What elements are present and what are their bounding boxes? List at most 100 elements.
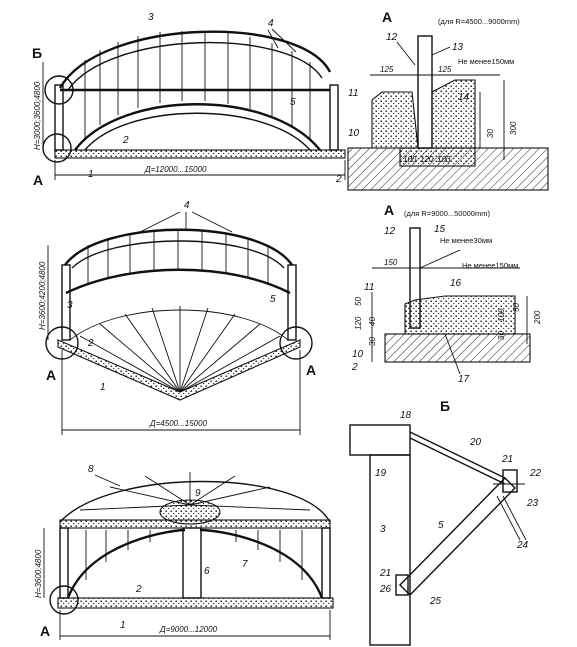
label-13: 13 (452, 42, 464, 53)
label-d18: 18 (400, 410, 412, 421)
label-3: 3 (148, 12, 154, 23)
label-d26: 26 (379, 584, 392, 595)
label-1: 1 (88, 169, 94, 180)
central-column (182, 527, 202, 599)
label-4: 4 (268, 18, 274, 29)
ring-beam-right (431, 79, 476, 149)
arch-right (199, 528, 324, 599)
dim-b200: 200 (533, 310, 542, 325)
detail-b: Б 18 19 20 21 22 23 3 5 24 21 26 25 (349, 398, 542, 646)
note-min150-2: Не менее150мм (462, 261, 518, 270)
foundation-plate (54, 149, 346, 159)
dome-outer-ring (58, 30, 332, 89)
note-range-2: (для R=9000...50000mm) (404, 209, 490, 218)
label-d24: 24 (516, 540, 529, 551)
label-l2: 2 (135, 584, 142, 595)
dim-d3: Д=9000...12000 (159, 625, 218, 634)
dim-300: 300 (509, 121, 518, 135)
dome-inner-ring (67, 41, 323, 91)
funnel-rim (69, 309, 289, 341)
mid-rib-set (87, 229, 269, 285)
label-m3: 3 (67, 300, 73, 311)
dim-b30a: 30 (368, 337, 377, 346)
low-wall-left (59, 527, 69, 599)
label-m1: 1 (100, 382, 106, 393)
view-top-left: Д=12000...15000 H=3000;3600;4800 3 4 5 2… (32, 12, 346, 188)
caption-a-top-left: А (33, 172, 43, 188)
lower-arch-inner (84, 112, 311, 151)
section-a-large-radius: А (для R=9000...50000mm) Не менее30мм Не… (351, 202, 542, 385)
label-d25: 25 (429, 596, 442, 607)
detail-circle-b (44, 75, 74, 105)
dim-b100: 100 (497, 308, 506, 322)
strut (399, 477, 516, 596)
label-d22: 22 (529, 468, 542, 479)
label-b12: 12 (384, 226, 396, 237)
conical-roof (59, 480, 331, 523)
label-14: 14 (458, 92, 470, 103)
caption-a-bottom: А (40, 623, 50, 639)
note-range-1: (для R=4500...9000mm) (438, 17, 520, 26)
label-l1: 1 (120, 620, 126, 631)
dim-100a: 100 (403, 155, 417, 164)
mid-dome-ring (64, 228, 293, 266)
label-m4: 4 (184, 200, 190, 211)
dim-b50a: 50 (354, 297, 363, 306)
label-l7: 7 (242, 559, 248, 570)
caption-a-1: А (382, 9, 392, 25)
dim-h1: H=3000;3600;4800 (33, 81, 42, 150)
label-10: 10 (348, 128, 360, 139)
view-middle-left: Д=4500...15000 H=3600;4200;4800 4 3 5 2 … (38, 200, 316, 435)
low-foundation (57, 597, 334, 609)
lower-arch (74, 103, 321, 151)
label-d19: 19 (375, 468, 387, 479)
mid-dome-inner (71, 240, 285, 269)
dim-b40: 40 (368, 317, 377, 326)
ring-beam-left (371, 91, 419, 149)
label-5: 5 (290, 97, 296, 108)
dim-100b: 100 (437, 155, 451, 164)
arch-left (66, 528, 186, 599)
dim-d1: Д=12000...15000 (144, 165, 207, 174)
section-b-ring-beam (404, 295, 516, 335)
label-d23: 23 (526, 498, 539, 509)
label-l9: 9 (195, 488, 201, 499)
label-d20: 20 (469, 437, 482, 448)
label-11: 11 (348, 88, 358, 99)
label-d3: 3 (380, 524, 386, 535)
label-d21a: 21 (501, 454, 513, 465)
funnel-rays (79, 306, 281, 393)
tie-rod (409, 431, 506, 479)
dim-h3: H=3600;4800 (34, 549, 43, 598)
label-b2: 2 (351, 362, 358, 373)
dim-30: 30 (486, 129, 495, 138)
dim-b50b: 50 (512, 303, 521, 312)
section-b-wall (409, 227, 421, 329)
caption-b-detail: Б (440, 398, 450, 414)
caption-a-left: А (46, 367, 56, 383)
label-l6: 6 (204, 566, 210, 577)
dim-b30b: 30 (497, 331, 506, 340)
label-b10: 10 (352, 349, 364, 360)
rib-set (84, 31, 311, 140)
strut-head (502, 469, 518, 493)
caption-a-right: А (306, 362, 316, 378)
section-b-foundation (384, 333, 531, 363)
low-detail-circle (49, 585, 79, 615)
wall-column (369, 454, 411, 646)
section-b-slope (419, 249, 461, 269)
mid-arch (65, 268, 291, 295)
note-min150-1: Не менее150мм (458, 57, 514, 66)
dim-125a: 125 (380, 65, 394, 74)
view-bottom-left: Д=9000...12000 H=3600;4800 8 9 6 7 2 1 А (34, 464, 334, 640)
caption-a-2: А (384, 202, 394, 218)
dim-120: 120 (420, 155, 434, 164)
grout-pad (399, 147, 476, 167)
low-rib-set (85, 530, 303, 580)
low-wall-right (321, 527, 331, 599)
caption-b-left: Б (32, 45, 42, 61)
dim-b150: 150 (384, 258, 398, 267)
label-b17: 17 (458, 374, 470, 385)
label-b16: 16 (450, 278, 462, 289)
label-d5: 5 (438, 520, 444, 531)
